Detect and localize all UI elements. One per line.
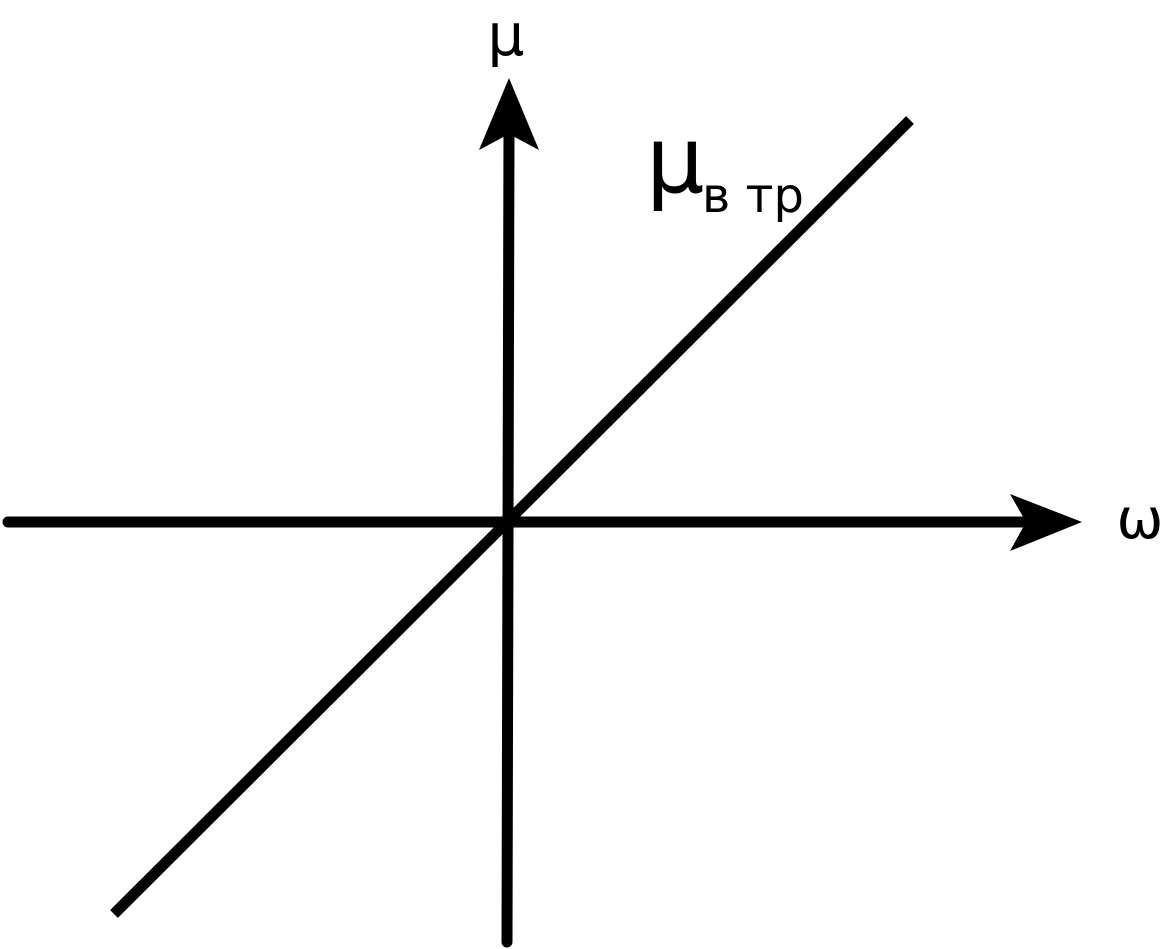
y-axis-label: μ xyxy=(488,1,525,69)
x-axis-label: ω xyxy=(1117,487,1164,552)
friction-moment-line xyxy=(110,116,914,918)
line-label-main: μ xyxy=(646,107,705,214)
y-axis-arrowhead xyxy=(479,78,539,150)
line-label-subscript: в тр xyxy=(702,168,804,224)
y-axis-line xyxy=(501,122,515,948)
x-axis-arrowhead xyxy=(1010,494,1082,551)
